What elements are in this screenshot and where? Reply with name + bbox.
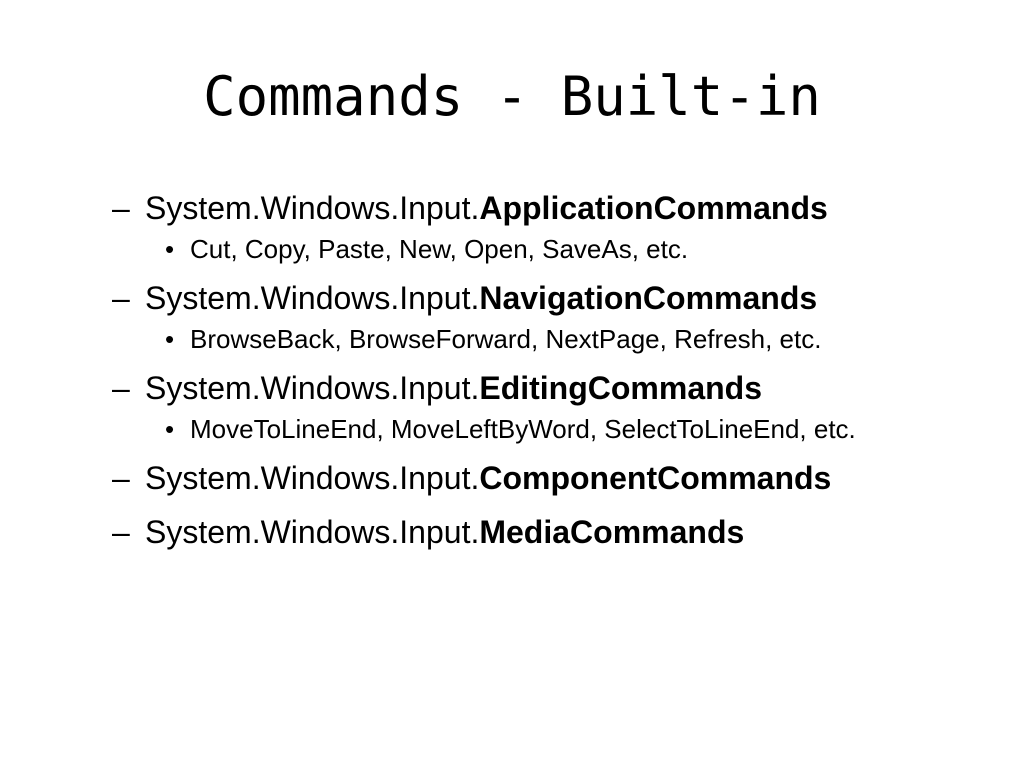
sub-bullet-navigation-commands: • BrowseBack, BrowseForward, NextPage, R… xyxy=(112,320,950,358)
bullet-marker: • xyxy=(165,234,175,264)
namespace-prefix: System.Windows.Input. xyxy=(145,514,480,550)
sub-bullet-editing-commands: • MoveToLineEnd, MoveLeftByWord, SelectT… xyxy=(112,410,950,448)
dash-marker: – xyxy=(112,280,130,316)
class-name: MediaCommands xyxy=(479,514,745,550)
bullet-component-commands: – System.Windows.Input.ComponentCommands xyxy=(112,456,992,500)
bullet-application-commands: – System.Windows.Input.ApplicationComman… xyxy=(112,186,992,230)
dash-marker: – xyxy=(112,190,130,226)
class-name: EditingCommands xyxy=(479,370,763,406)
class-name: NavigationCommands xyxy=(479,280,818,316)
bullet-navigation-commands: – System.Windows.Input.NavigationCommand… xyxy=(112,276,992,320)
bullet-marker: • xyxy=(165,414,175,444)
class-name: ApplicationCommands xyxy=(479,190,828,226)
bullet-editing-commands: – System.Windows.Input.EditingCommands xyxy=(112,366,992,410)
sub-bullet-text: MoveToLineEnd, MoveLeftByWord, SelectToL… xyxy=(190,414,856,444)
sub-bullet-text: Cut, Copy, Paste, New, Open, SaveAs, etc… xyxy=(190,234,689,264)
slide-title: Commands - Built-in xyxy=(203,65,821,128)
namespace-prefix: System.Windows.Input. xyxy=(145,190,480,226)
class-name: ComponentCommands xyxy=(479,460,832,496)
dash-marker: – xyxy=(112,514,130,550)
namespace-prefix: System.Windows.Input. xyxy=(145,370,480,406)
sub-bullet-text: BrowseBack, BrowseForward, NextPage, Ref… xyxy=(190,324,822,354)
dash-marker: – xyxy=(112,460,130,496)
namespace-prefix: System.Windows.Input. xyxy=(145,280,480,316)
bullet-marker: • xyxy=(165,324,175,354)
slide-content: – System.Windows.Input.ApplicationComman… xyxy=(112,186,992,554)
dash-marker: – xyxy=(112,370,130,406)
bullet-media-commands: – System.Windows.Input.MediaCommands xyxy=(112,510,992,554)
sub-bullet-application-commands: • Cut, Copy, Paste, New, Open, SaveAs, e… xyxy=(112,230,950,268)
namespace-prefix: System.Windows.Input. xyxy=(145,460,480,496)
